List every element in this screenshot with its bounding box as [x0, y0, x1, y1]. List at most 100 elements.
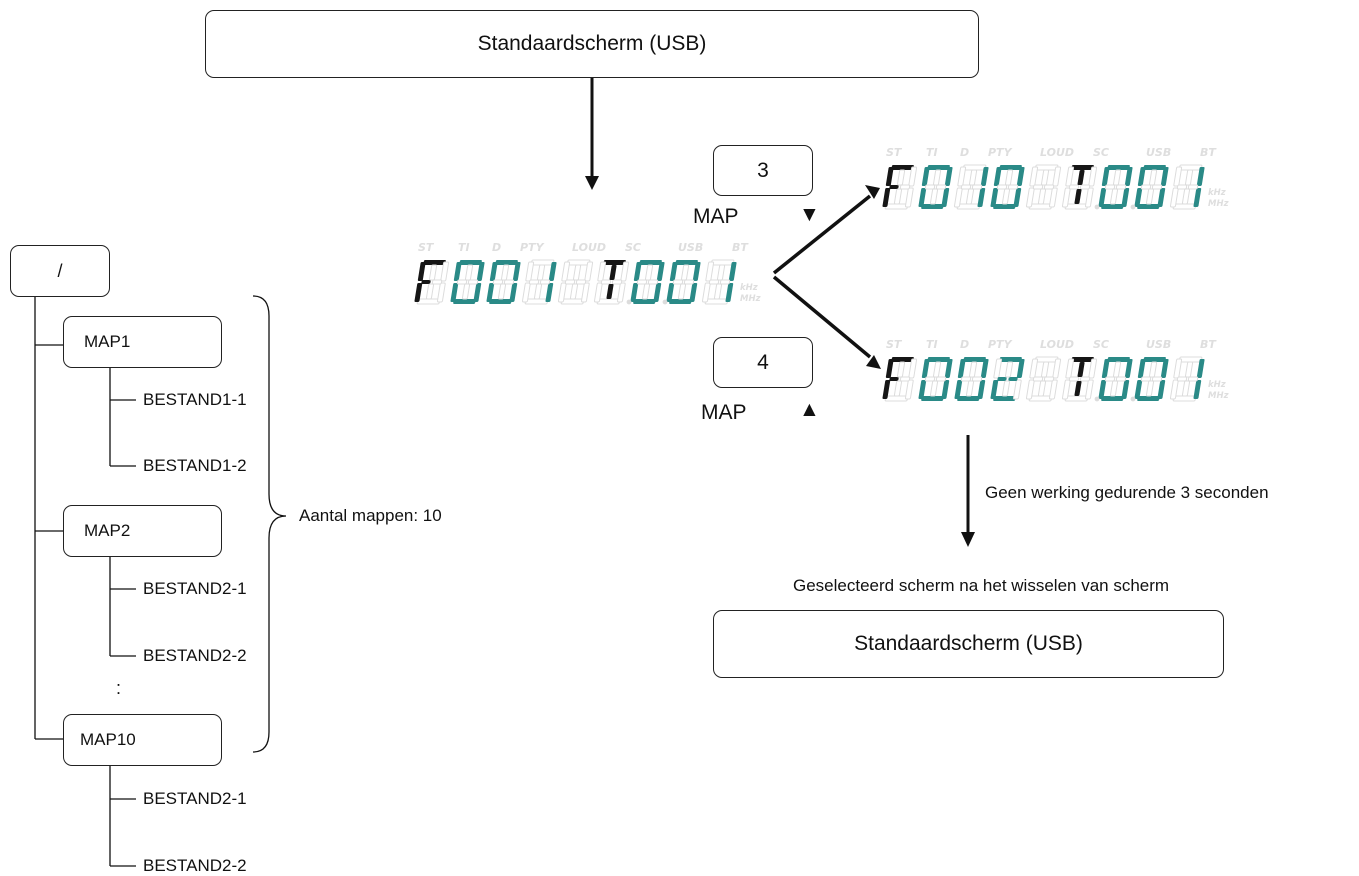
- indicator-sc: SC: [625, 241, 641, 254]
- lcd-char-6: [1061, 165, 1098, 210]
- indicator-usb: USB: [1146, 146, 1171, 159]
- indicator-sc: SC: [1093, 338, 1109, 351]
- lcd-char-6: [593, 260, 630, 305]
- indicator-loud: LOUD: [1040, 338, 1074, 351]
- folder-count-label: Aantal mappen: 10: [299, 506, 442, 525]
- top-mode-label: Standaardscherm (USB): [477, 32, 707, 55]
- lcd-char-8: [666, 260, 701, 304]
- bottom-mode-label: Standaardscherm (USB): [854, 632, 1083, 655]
- lcd-char-9: [1169, 164, 1205, 210]
- file-bestand2-2: BESTAND2-2: [143, 646, 247, 665]
- lcd-char-2: [450, 260, 485, 304]
- key-4-label: MAP: [701, 401, 747, 424]
- lcd-char-1: [882, 357, 918, 402]
- tree-ellipsis: :: [116, 678, 122, 698]
- indicator-st: ST: [418, 241, 435, 254]
- folder-map1: MAP1: [63, 316, 222, 368]
- up-arrow-icon: ▲: [799, 398, 820, 421]
- key-3-label: MAP: [693, 205, 739, 228]
- indicator-ti: TI: [926, 146, 938, 159]
- indicator-ti: TI: [926, 338, 938, 351]
- lcd-char-2: [918, 357, 953, 401]
- folder-map10-label: MAP10: [80, 730, 136, 749]
- file-bestand1-2: BESTAND1-2: [143, 456, 247, 475]
- file-bestand1-1: BESTAND1-1: [143, 390, 247, 409]
- lcd-dot-1: [1094, 204, 1100, 210]
- key-4-button[interactable]: 4: [713, 337, 813, 388]
- lcd-char-7: [630, 260, 665, 304]
- indicator-loud: LOUD: [1040, 146, 1074, 159]
- bottom-mode-caption: Geselecteerd scherm na het wisselen van …: [793, 576, 1170, 595]
- branch-arrows: [772, 185, 881, 369]
- indicator-d: D: [960, 146, 969, 159]
- unit-mhz: MHz: [1208, 391, 1229, 401]
- lcd-char-6: [1061, 357, 1098, 402]
- lcd-char-9: [701, 259, 737, 305]
- lcd-dot-1: [626, 299, 632, 305]
- top-down-arrow: [585, 78, 599, 190]
- folder-map2-label: MAP2: [84, 521, 131, 540]
- tree-root-label: /: [57, 260, 63, 281]
- lcd-char-5: [1025, 164, 1062, 210]
- indicator-ti: TI: [458, 241, 470, 254]
- unit-mhz: MHz: [740, 294, 761, 304]
- lcd-char-5: [1025, 356, 1062, 402]
- indicator-usb: USB: [1146, 338, 1171, 351]
- indicator-loud: LOUD: [572, 241, 606, 254]
- lcd-char-1: [414, 260, 450, 305]
- indicator-sc: SC: [1093, 146, 1109, 159]
- folder-map2: MAP2: [63, 505, 222, 557]
- indicator-d: D: [960, 338, 969, 351]
- indicator-pty: PTY: [520, 241, 545, 254]
- lcd-char-1: [882, 165, 918, 210]
- key-4-number: 4: [757, 350, 769, 374]
- tree-root: /: [10, 245, 110, 297]
- folder-map1-label: MAP1: [84, 332, 131, 351]
- lcd-char-7: [1098, 357, 1133, 401]
- file-map10-2: BESTAND2-2: [143, 856, 247, 875]
- down-arrow-icon: ▼: [799, 203, 820, 226]
- lcd-char-4: [521, 259, 557, 305]
- lcd-char-2: [918, 165, 953, 209]
- indicator-bt: BT: [732, 241, 749, 254]
- lcd-dot-1: [1094, 396, 1100, 402]
- indicator-st: ST: [886, 146, 903, 159]
- indicator-usb: USB: [678, 241, 703, 254]
- lcd-char-3: [486, 260, 521, 304]
- key-3-button[interactable]: 3: [713, 145, 813, 196]
- lcd-char-4: [990, 357, 1025, 401]
- folder-map10: MAP10: [63, 714, 222, 766]
- bottom-mode-box: Standaardscherm (USB): [713, 610, 1224, 678]
- lcd-char-8: [1134, 357, 1169, 401]
- indicator-pty: PTY: [988, 146, 1013, 159]
- timeout-label: Geen werking gedurende 3 seconden: [985, 483, 1269, 502]
- top-mode-box: Standaardscherm (USB): [205, 10, 979, 78]
- indicator-d: D: [492, 241, 501, 254]
- lcd-dot-2: [662, 299, 668, 305]
- lcd-char-8: [1134, 165, 1169, 209]
- indicator-st: ST: [886, 338, 903, 351]
- lcd-char-7: [1098, 165, 1133, 209]
- unit-khz: kHz: [1208, 188, 1226, 198]
- indicator-pty: PTY: [988, 338, 1013, 351]
- lcd-char-4: [990, 165, 1025, 209]
- lcd-char-9: [1169, 356, 1205, 402]
- lcd-dot-2: [1130, 204, 1136, 210]
- timeout-arrow: [961, 435, 975, 547]
- file-map10-1: BESTAND2-1: [143, 789, 247, 808]
- indicator-bt: BT: [1200, 338, 1217, 351]
- lcd-char-5: [557, 259, 594, 305]
- unit-khz: kHz: [1208, 380, 1226, 390]
- lcd-char-3: [954, 357, 989, 401]
- indicator-bt: BT: [1200, 146, 1217, 159]
- unit-mhz: MHz: [1208, 199, 1229, 209]
- key-3-number: 3: [757, 158, 769, 182]
- tree-lines: [34, 297, 136, 867]
- lcd-dot-2: [1130, 396, 1136, 402]
- file-bestand2-1: BESTAND2-1: [143, 579, 247, 598]
